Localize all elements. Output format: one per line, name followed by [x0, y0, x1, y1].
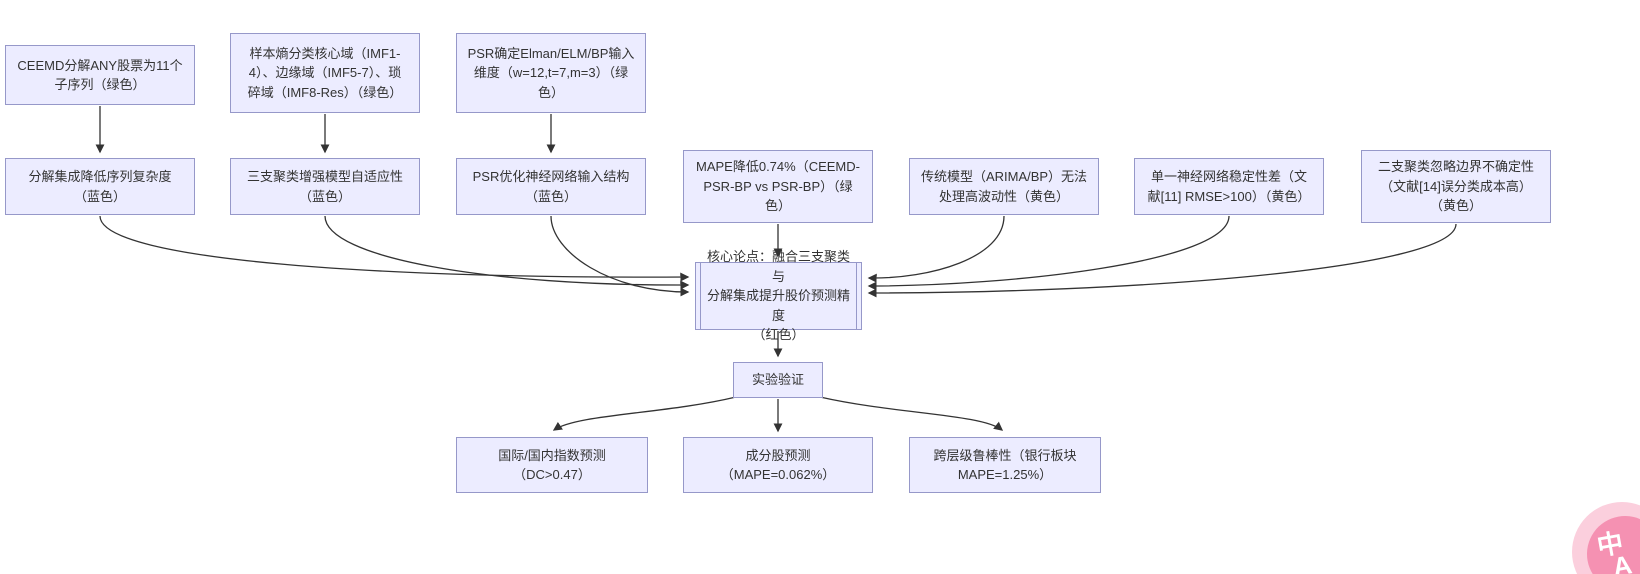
flow-arrow — [324, 215, 690, 290]
node-label: 实验验证 — [751, 372, 804, 388]
node-label: PSR优化神经网络输入结构 （蓝色） — [472, 169, 630, 204]
node-core-thesis: 核心论点：融合三支聚类与 分解集成提升股价预测精度 （红色） — [695, 249, 862, 342]
node-constituent-forecast: 成分股预测 （MAPE=0.062%） — [683, 437, 873, 493]
flow-arrow — [867, 223, 1457, 298]
flow-arrow — [867, 215, 1230, 291]
node-label: 单一神经网络稳定性差（文 献[11] RMSE>100）（黄色） — [1147, 169, 1311, 204]
node-traditional-limit: 传统模型（ARIMA/BP）无法 处理高波动性（黄色） — [909, 158, 1099, 215]
flow-arrow — [99, 215, 690, 282]
node-label: 成分股预测 （MAPE=0.062%） — [720, 447, 836, 483]
node-decompose-complexity: 分解集成降低序列复杂度 （蓝色） — [5, 158, 195, 215]
flow-arrow — [552, 396, 737, 431]
flow-arrow — [550, 215, 690, 297]
translate-icon: 中 A — [1580, 509, 1640, 574]
node-two-way-limit: 二支聚类忽略边界不确定性 （文献[14]误分类成本高） （黄色） — [1361, 150, 1551, 223]
node-label: 分解集成降低序列复杂度 （蓝色） — [28, 169, 172, 204]
node-robustness: 跨层级鲁棒性（银行板块 MAPE=1.25%） — [909, 437, 1101, 493]
node-sample-entropy: 样本熵分类核心域（IMF1- 4）、边缘域（IMF5-7）、琐 碎域（IMF8-… — [230, 33, 420, 113]
node-label: 三支聚类增强模型自适应性 （蓝色） — [246, 169, 403, 204]
node-label: 传统模型（ARIMA/BP）无法 处理高波动性（黄色） — [920, 169, 1088, 204]
node-label: 国际/国内指数预测 （DC>0.47） — [498, 447, 606, 483]
node-index-forecast: 国际/国内指数预测 （DC>0.47） — [456, 437, 648, 493]
node-label: 样本熵分类核心域（IMF1- 4）、边缘域（IMF5-7）、琐 碎域（IMF8-… — [247, 45, 403, 100]
node-mape-reduce: MAPE降低0.74%（CEEMD- PSR-BP vs PSR-BP）（绿 色… — [683, 150, 873, 223]
node-label: 二支聚类忽略边界不确定性 （文献[14]误分类成本高） （黄色） — [1377, 159, 1534, 214]
flow-arrow — [867, 215, 1005, 283]
node-label: 跨层级鲁棒性（银行板块 MAPE=1.25%） — [933, 447, 1077, 483]
node-single-nn-unstable: 单一神经网络稳定性差（文 献[11] RMSE>100）（黄色） — [1134, 158, 1324, 215]
node-label: PSR确定Elman/ELM/BP输入 维度（w=12,t=7,m=3）（绿 色… — [467, 45, 635, 100]
node-experiment: 实验验证 — [733, 362, 823, 398]
node-ceemd-decompose: CEEMD分解ANY股票为11个 子序列（绿色） — [5, 45, 195, 105]
node-label: CEEMD分解ANY股票为11个 子序列（绿色） — [17, 57, 183, 93]
node-label: MAPE降低0.74%（CEEMD- PSR-BP vs PSR-BP）（绿 色… — [696, 159, 860, 214]
translate-float-button[interactable]: 中 A — [1572, 502, 1640, 574]
node-three-way-adaptive: 三支聚类增强模型自适应性 （蓝色） — [230, 158, 420, 215]
node-psr-input-dim: PSR确定Elman/ELM/BP输入 维度（w=12,t=7,m=3）（绿 色… — [456, 33, 646, 113]
flow-arrow — [819, 396, 1004, 431]
node-label: 核心论点：融合三支聚类与 分解集成提升股价预测精度 （红色） — [706, 249, 850, 343]
node-psr-optimize: PSR优化神经网络输入结构 （蓝色） — [456, 158, 646, 215]
translate-glyph-en: A — [1610, 549, 1635, 574]
